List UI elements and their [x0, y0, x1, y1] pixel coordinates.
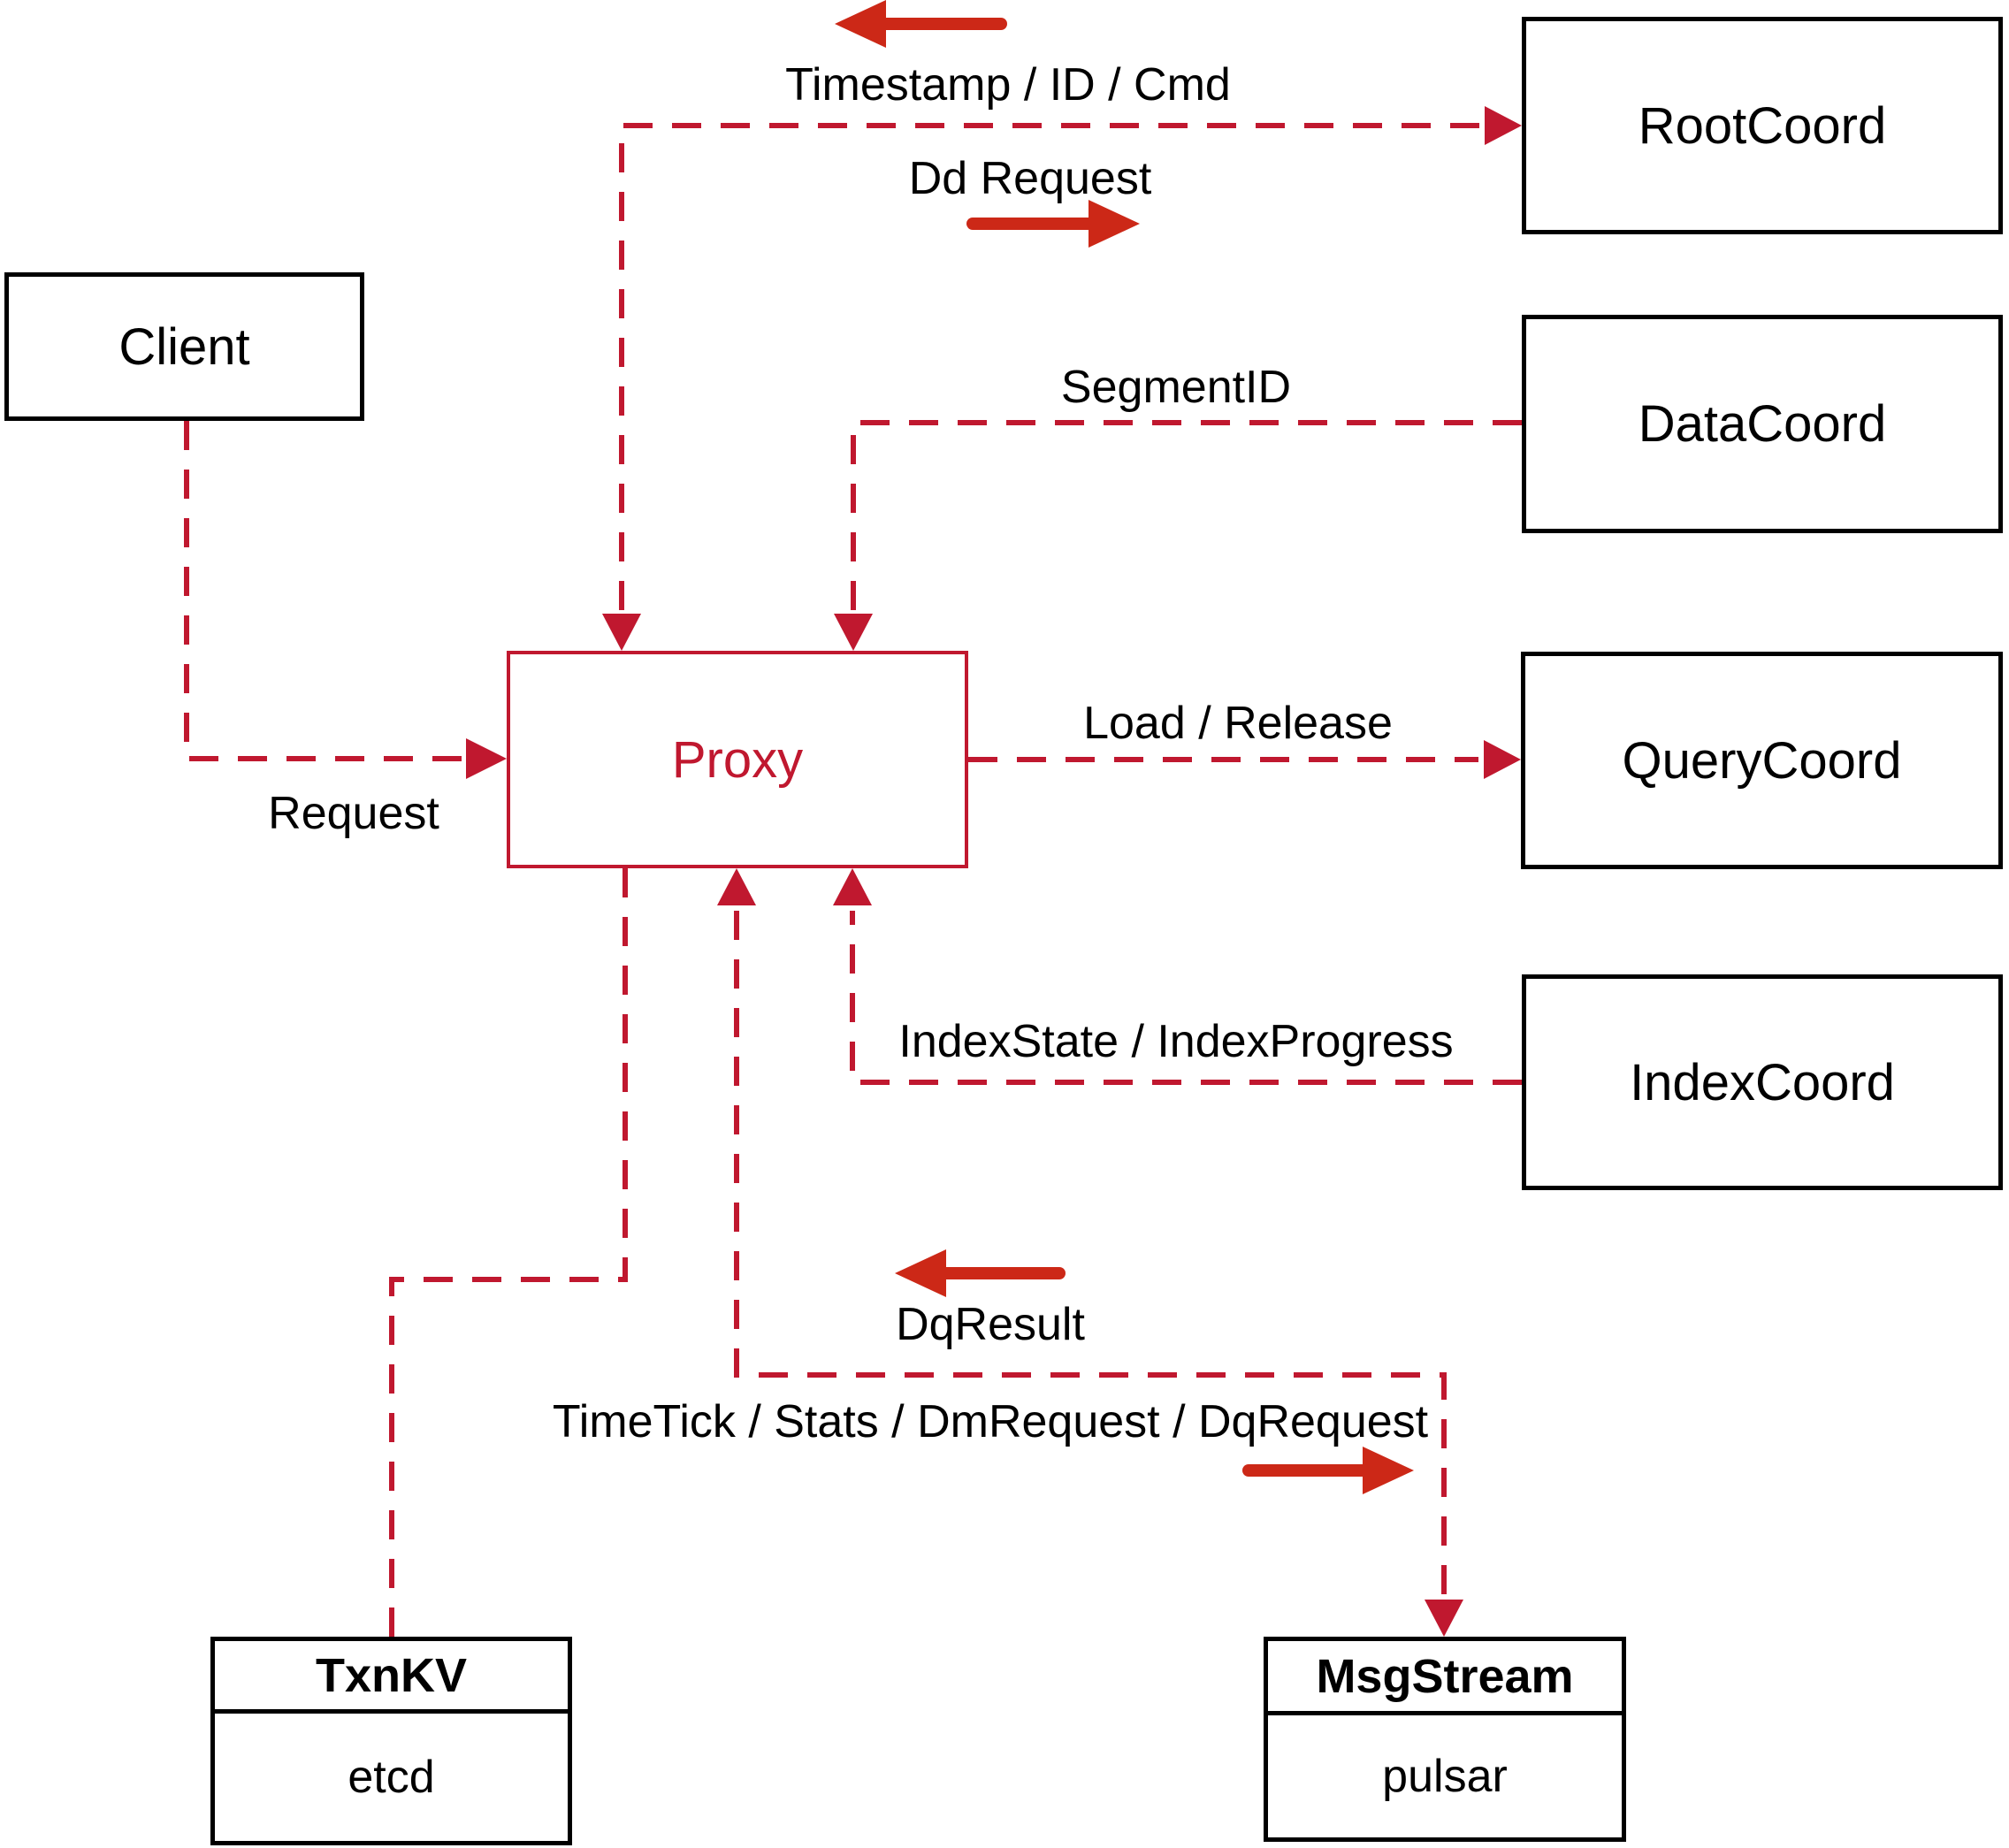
proxy-node: Proxy — [507, 651, 968, 868]
dd-request-edge-label: Dd Request — [908, 153, 1152, 204]
msgstream-node: MsgStream pulsar — [1264, 1637, 1626, 1842]
arrowhead-into-proxy-left-icon — [466, 738, 507, 779]
edge-indexcoord-to-proxy — [850, 911, 1522, 1085]
proxy-label: Proxy — [671, 730, 804, 789]
right-direction-arrow-icon-dd — [1089, 200, 1140, 248]
timestamp-edge-label: Timestamp / ID / Cmd — [785, 59, 1231, 111]
left-direction-arrow-icon-top — [835, 0, 886, 48]
arrowhead-into-rootcoord-icon — [1485, 106, 1522, 145]
arrowhead-into-proxy-bottom-right-icon — [833, 868, 872, 905]
dqresult-edge-label: DqResult — [896, 1299, 1085, 1350]
arrowhead-into-querycoord-icon — [1484, 740, 1521, 779]
indexcoord-label: IndexCoord — [1630, 1053, 1895, 1111]
datacoord-node: DataCoord — [1522, 315, 2003, 533]
edge-proxy-rootcoord — [619, 123, 1479, 610]
indexcoord-node: IndexCoord — [1522, 974, 2003, 1190]
edge-proxy-msgstream — [734, 911, 1447, 1594]
rootcoord-node: RootCoord — [1522, 17, 2003, 234]
load-release-edge-label: Load / Release — [1083, 698, 1393, 749]
timetick-edge-label: TimeTick / Stats / DmRequest / DqRequest — [552, 1396, 1429, 1447]
txnkv-subtitle: etcd — [348, 1752, 435, 1803]
edge-client-to-proxy — [184, 421, 462, 761]
edge-proxy-txnkv — [389, 868, 628, 1637]
arrowhead-into-proxy-top-left-icon — [602, 614, 641, 651]
arrowhead-into-proxy-bottom-left-icon — [717, 868, 756, 905]
client-node: Client — [4, 272, 364, 421]
segmentid-edge-label: SegmentID — [1060, 362, 1292, 413]
arrowhead-into-msgstream-icon — [1425, 1600, 1463, 1637]
msgstream-title: MsgStream — [1268, 1641, 1622, 1715]
right-direction-arrow-icon-timetick — [1363, 1447, 1414, 1494]
querycoord-label: QueryCoord — [1622, 731, 1902, 790]
datacoord-label: DataCoord — [1638, 395, 1887, 453]
client-label: Client — [118, 317, 250, 376]
left-direction-arrow-icon-dqresult — [895, 1249, 946, 1297]
txnkv-node: TxnKV etcd — [210, 1637, 572, 1845]
edge-datacoord-to-proxy — [851, 420, 1522, 610]
txnkv-title: TxnKV — [215, 1641, 568, 1714]
msgstream-subtitle: pulsar — [1382, 1751, 1508, 1802]
request-edge-label: Request — [268, 788, 439, 839]
arrowhead-into-proxy-top-right-icon — [834, 614, 873, 651]
querycoord-node: QueryCoord — [1521, 652, 2003, 869]
indexstate-edge-label: IndexState / IndexProgress — [898, 1016, 1454, 1067]
rootcoord-label: RootCoord — [1638, 96, 1887, 155]
